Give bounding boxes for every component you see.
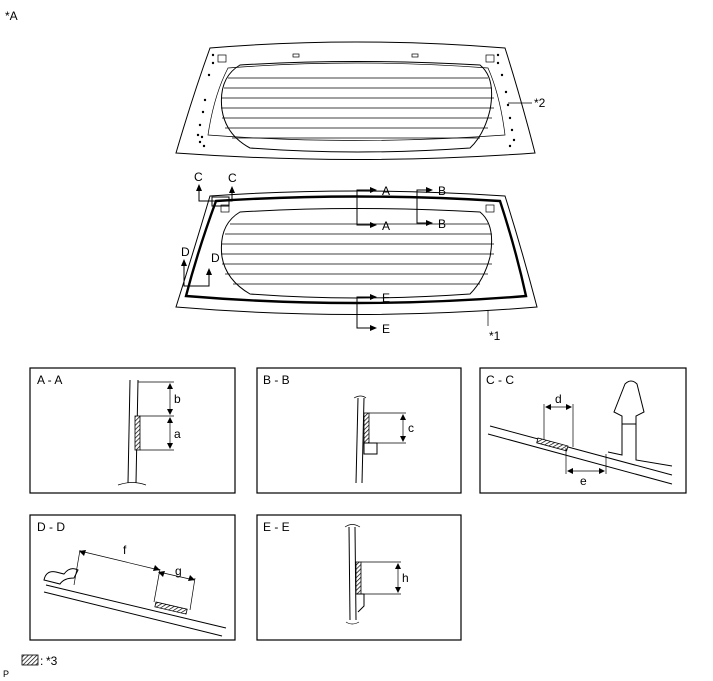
legend: : *3 xyxy=(21,654,58,668)
glass-top-view: *2 xyxy=(175,41,546,160)
panel-title-d-d: D - D xyxy=(37,520,65,534)
dim-f: f xyxy=(123,543,127,557)
panel-title-b-b: B - B xyxy=(263,373,290,387)
adhesive-hatch-d-d xyxy=(154,601,188,615)
callout-2: *2 xyxy=(534,96,546,110)
section-arrow-a xyxy=(356,187,377,228)
section-label-b-bottom: B xyxy=(438,217,446,231)
section-label-b-top: B xyxy=(438,184,446,198)
legend-hatch-swatch xyxy=(21,654,39,666)
section-arrow-b xyxy=(416,187,433,226)
section-label-d-left: D xyxy=(181,245,190,259)
callout-1: *1 xyxy=(489,329,501,343)
footer-code: P xyxy=(3,669,9,679)
section-label-e-top: E xyxy=(382,291,390,305)
dim-c: c xyxy=(408,421,414,435)
adhesive-hatch-a-a xyxy=(134,415,141,451)
section-panel-a-a: A - A b a xyxy=(29,367,236,494)
section-panel-c-c: C - C d e xyxy=(479,367,687,494)
section-panel-b-b: B - B c xyxy=(256,367,462,494)
adhesive-bead-line xyxy=(184,195,528,305)
section-panel-d-d: D - D f g xyxy=(29,514,236,641)
dim-d: d xyxy=(555,392,562,406)
legend-separator: : xyxy=(40,654,43,668)
dim-e: e xyxy=(580,474,587,488)
section-arrow-e xyxy=(356,294,377,331)
dim-g: g xyxy=(175,564,182,578)
section-label-d-right: D xyxy=(211,251,220,265)
adhesive-hatch-c-c xyxy=(536,437,569,452)
section-label-e-bottom: E xyxy=(382,322,390,336)
panel-title-a-a: A - A xyxy=(37,373,62,387)
dim-h: h xyxy=(402,571,409,585)
section-label-a-top: A xyxy=(382,184,390,198)
dim-a: a xyxy=(174,427,181,441)
section-label-c-left: C xyxy=(194,170,203,184)
section-panel-e-e: E - E h xyxy=(256,514,462,641)
dim-b: b xyxy=(174,392,181,406)
section-arrow-d xyxy=(181,259,212,287)
section-label-c-right: C xyxy=(228,171,237,185)
panel-title-c-c: C - C xyxy=(486,373,514,387)
section-arrow-c xyxy=(196,184,235,202)
section-label-a-bottom: A xyxy=(382,219,390,233)
adhesive-hatch-b-b xyxy=(363,412,370,444)
glass-bottom-view: *1 A A B B C C D D xyxy=(175,170,538,343)
adhesive-hatch-e-e xyxy=(355,561,362,595)
figure-label: *A xyxy=(5,9,18,23)
panel-title-e-e: E - E xyxy=(263,520,290,534)
legend-callout-3: *3 xyxy=(46,654,58,668)
